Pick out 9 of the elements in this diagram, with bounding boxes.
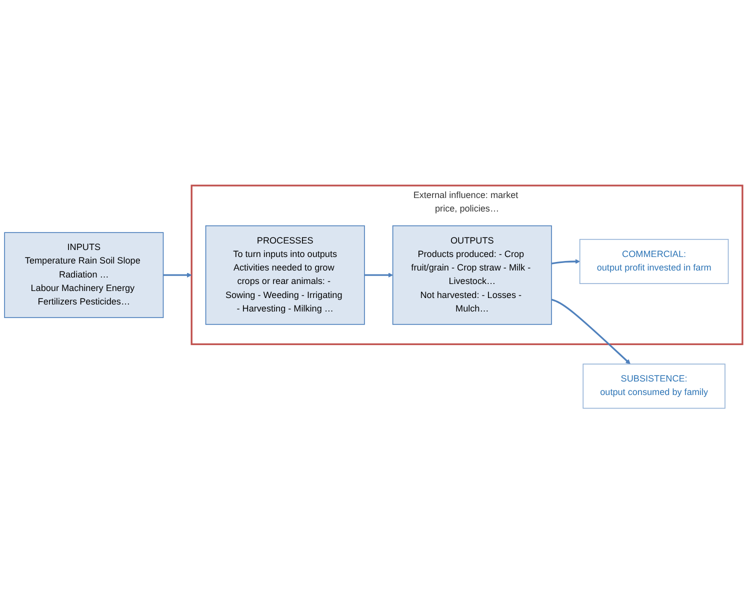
arrow [364, 272, 394, 278]
node-box: PROCESSES To turn inputs into outputs Activities needed to grow crops or rear animals: - Sowing - Weeding - Irrigating - Harvesting - Milking … [205, 224, 365, 324]
node-box: SUBSISTENCE: output consumed by family [582, 363, 726, 408]
node-box: OUTPUTS Products produced: - Crop fruit/grain - Crop straw - Milk - Livestock… Not harvested: - Losses - Mulch… [392, 224, 552, 324]
node-box: COMMERCIAL: output profit invested in farm [579, 238, 729, 284]
node-box: INPUTS Temperature Rain Soil Slope Radiation … Labour Machinery Energy Fertilizers Pesticides… [4, 232, 164, 318]
arrow [551, 298, 630, 364]
arrow [163, 272, 192, 278]
arrow [551, 258, 580, 264]
